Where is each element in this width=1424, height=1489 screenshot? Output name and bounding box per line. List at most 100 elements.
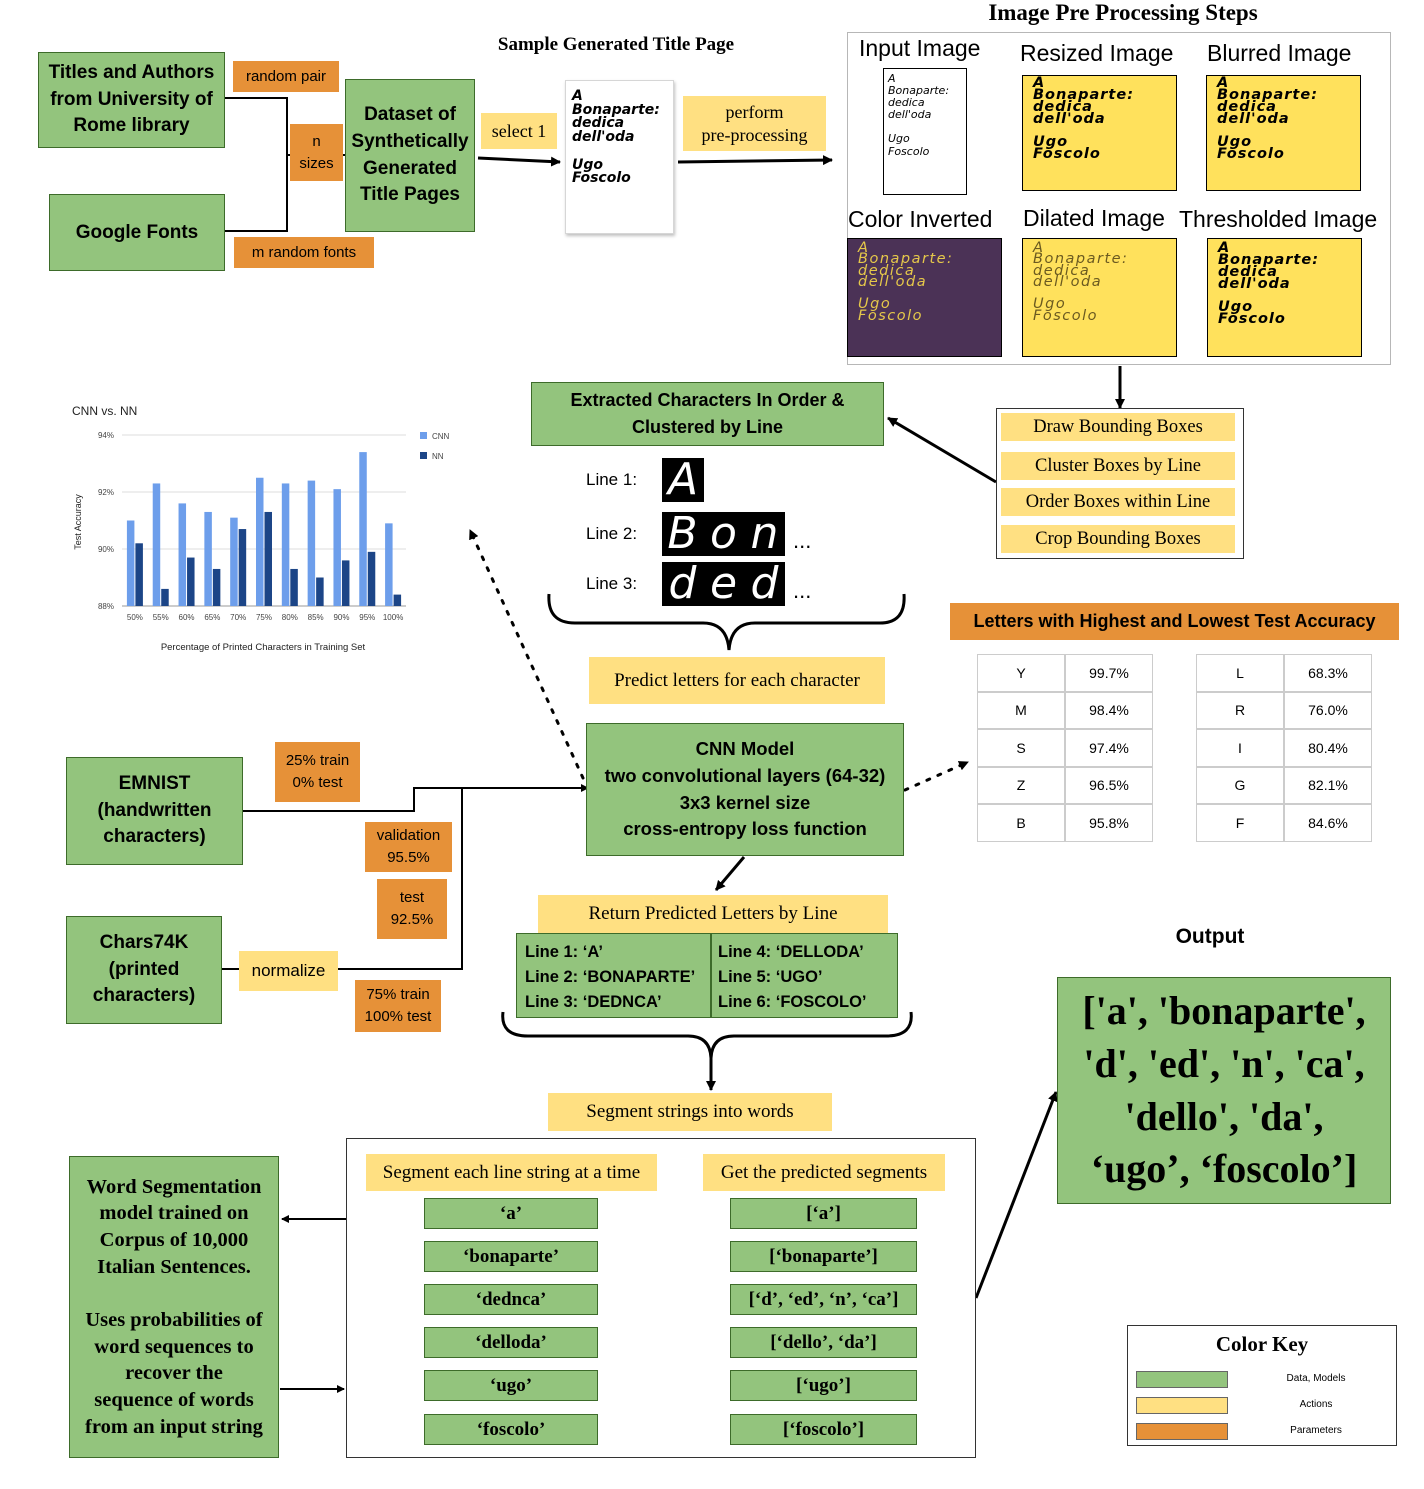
segment-input: ‘delloda’ (424, 1327, 598, 1358)
chart-bar-nn (341, 560, 350, 606)
lowest-accuracy-letter: F (1196, 804, 1284, 842)
segment-each-line-action: Segment each line string at a time (366, 1154, 657, 1191)
segment-input: ‘a’ (424, 1198, 598, 1229)
chart-bar-cnn (385, 523, 393, 606)
output-heading: Output (1175, 925, 1245, 948)
color-inverted-card: A Bonaparte: dedica dell'oda Ugo Foscolo (847, 238, 1002, 357)
segment-output: [‘ugo’] (730, 1370, 917, 1401)
chart-ytick-label: 90% (98, 545, 114, 554)
get-predicted-segments-action: Get the predicted segments (703, 1154, 945, 1191)
color-key-title: Color Key (1215, 1332, 1309, 1356)
chart-bar-cnn (333, 489, 341, 606)
lowest-accuracy-value: 76.0% (1284, 691, 1372, 729)
chart-xtick-label: 65% (204, 613, 220, 622)
chart-xtick-label: 70% (230, 613, 246, 622)
extracted-line-ellipsis: ... (793, 578, 812, 603)
chart-xtick-label: 60% (179, 613, 195, 622)
segment-output: [‘bonaparte’] (730, 1241, 917, 1272)
chart-legend-label: NN (432, 452, 444, 461)
predicted-lines-4-6: Line 4: ‘DELLODA’ Line 5: ‘UGO’ Line 6: … (718, 943, 867, 1011)
thresholded-image-label: Thresholded Image (1179, 206, 1378, 232)
dataset-to-sample-arrow (477, 156, 561, 167)
color-key-swatch (1136, 1397, 1228, 1414)
chart-bar-cnn (126, 520, 135, 606)
segment-input: ‘foscolo’ (424, 1414, 598, 1445)
highest-accuracy-letter: M (977, 691, 1065, 729)
lowest-accuracy-letter: R (1196, 691, 1284, 729)
sample-to-preprocessing-arrow (677, 155, 833, 166)
accuracy-heading: Letters with Highest and Lowest Test Acc… (950, 603, 1399, 640)
chart-bar-nn (393, 594, 402, 606)
highest-accuracy-letter: S (977, 729, 1065, 767)
predicted-letters-box: Line 1: ‘A’ Line 2: ‘BONAPARTE’ Line 3: … (516, 933, 898, 1018)
extracted-characters-box: Extracted Characters In Order & Clustere… (531, 382, 884, 446)
chart-bar-nn (316, 577, 324, 606)
bbox-step: Draw Bounding Boxes (1001, 413, 1235, 441)
resized-image-label: Resized Image (1020, 40, 1174, 66)
dilated-image-label: Dilated Image (1023, 205, 1165, 231)
lowest-accuracy-value: 80.4% (1284, 729, 1372, 767)
lowest-accuracy-value: 84.6% (1284, 804, 1372, 842)
predicted-lines-1-3: Line 1: ‘A’ Line 2: ‘BONAPARTE’ Line 3: … (525, 943, 696, 1011)
thresholded-image-card: A Bonaparte: dedica dell'oda Ugo Foscolo (1207, 238, 1362, 357)
segment-output: [‘d’, ‘ed’, ‘n’, ‘ca’] (730, 1284, 917, 1315)
chart-bar-cnn (178, 503, 187, 606)
bbox-step: Crop Bounding Boxes (1001, 525, 1235, 553)
input-image-label: Input Image (859, 35, 981, 61)
chart-xlabel: Percentage of Printed Characters in Trai… (161, 642, 366, 653)
emnist-box: EMNIST (handwritten characters) (66, 757, 243, 865)
extracted-char: o (703, 512, 744, 556)
color-key-label: Actions (1299, 1399, 1333, 1410)
lowest-accuracy-value: 82.1% (1284, 766, 1372, 804)
chart-bar-nn (367, 551, 376, 606)
chart-xtick-label: 95% (359, 613, 375, 622)
lowest-accuracy-value: 68.3% (1284, 654, 1372, 692)
highest-accuracy-value: 99.7% (1065, 654, 1153, 692)
chart-ylabel: Test Accuracy (73, 494, 83, 550)
highest-accuracy-letter: Z (977, 766, 1065, 804)
extracted-char: e (703, 562, 744, 606)
chart-bar-cnn (256, 477, 264, 606)
extracted-line-ellipsis: ... (793, 528, 812, 553)
chart-bar-nn (264, 511, 272, 606)
normalize-action: normalize (239, 951, 338, 991)
chart-bar-cnn (307, 480, 316, 606)
return-predicted-action: Return Predicted Letters by Line (538, 895, 888, 933)
chart-bar-cnn (281, 483, 290, 606)
perform-preprocessing-action: perform pre-processing (683, 96, 826, 151)
select-1-action: select 1 (481, 113, 557, 149)
sample-heading: Sample Generated Title Page (497, 34, 735, 55)
segment-input: ‘ugo’ (424, 1370, 598, 1401)
color-key-swatch (1136, 1371, 1228, 1388)
emnist-split-param: 25% train 0% test (275, 742, 360, 802)
chart-xtick-label: 75% (256, 613, 272, 622)
chart-xtick-label: 90% (333, 613, 349, 622)
chart-legend-swatch (420, 452, 427, 459)
blurred-image-card: A Bonaparte: dedica dell'oda Ugo Foscolo (1206, 75, 1361, 191)
extracted-char: B (662, 512, 703, 556)
chart-xtick-label: 85% (308, 613, 324, 622)
predicted-divider (710, 934, 712, 1017)
extracted-char: d (744, 562, 785, 606)
blurred-image-text: A Bonaparte: dedica dell'oda Ugo Foscolo (1217, 75, 1319, 163)
chart-ytick-label: 94% (98, 431, 114, 440)
bbox-step: Order Boxes within Line (1001, 488, 1235, 516)
chart-bar-cnn (204, 511, 212, 606)
sample-title-text: A Bonaparte: dedica dell'oda Ugo Foscolo (572, 88, 660, 187)
chart-bar-nn (161, 588, 169, 606)
blurred-image-label: Blurred Image (1207, 40, 1352, 66)
random-pair-param: random pair (233, 61, 339, 92)
preprocessing-heading: Image Pre Processing Steps (988, 0, 1258, 25)
color-inverted-text: A Bonaparte: dedica dell'oda Ugo Foscolo (858, 240, 954, 324)
chart-xtick-label: 50% (127, 613, 143, 622)
chart-bar-cnn (230, 517, 238, 606)
chart-bar-nn (135, 543, 143, 606)
thresholded-image-text: A Bonaparte: dedica dell'oda Ugo Foscolo (1218, 240, 1320, 328)
extracted-line-label: Line 3: (586, 574, 638, 593)
extracted-char: A (662, 458, 704, 502)
chart-bar-nn (212, 568, 221, 606)
resized-image-text: A Bonaparte: dedica dell'oda Ugo Foscolo (1033, 75, 1135, 163)
chart-xtick-label: 55% (153, 613, 169, 622)
